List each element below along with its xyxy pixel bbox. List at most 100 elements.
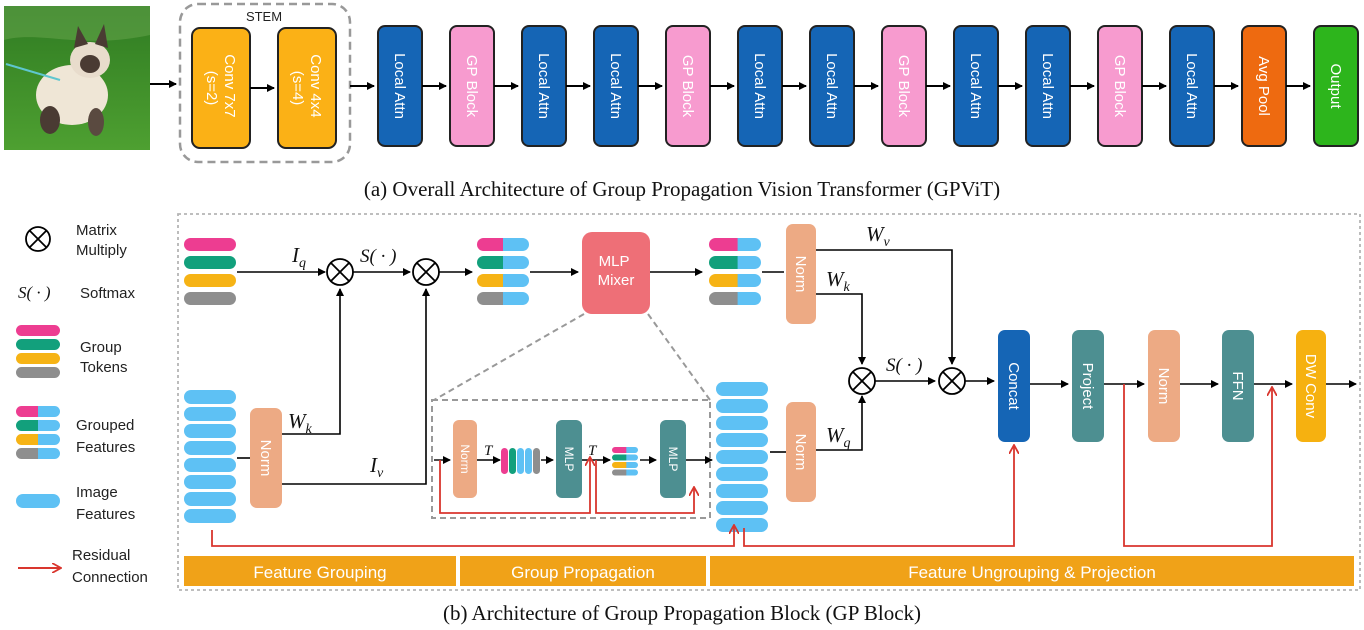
legend-group-tokens: Group Tokens	[80, 339, 128, 376]
stage-label-5: GP Block	[679, 55, 696, 118]
section-ungrouping	[710, 556, 1354, 586]
svg-text:MLP: MLP	[666, 447, 680, 472]
legend: Matrix Multiply S( · ) Softmax Group Tok…	[16, 222, 148, 586]
svg-text:Group Propagation: Group Propagation	[511, 563, 655, 582]
svg-text:FFN: FFN	[1229, 371, 1246, 400]
label-softmax-2: S( · )	[886, 355, 922, 376]
stage-label-14: Output	[1327, 63, 1344, 109]
grouped-features-2	[709, 238, 761, 306]
stage-block-11: GP Block	[1097, 25, 1143, 147]
stage-block-6: Local Attn	[737, 25, 783, 147]
svg-text:Conv 7x7 (s=2): Conv 7x7 (s=2)	[203, 54, 238, 122]
svg-text:Norm: Norm	[792, 256, 809, 293]
stage-label-3: Local Attn	[535, 53, 552, 119]
mlp-1: MLP	[556, 420, 582, 498]
input-cat-image	[4, 6, 150, 150]
transposed-tokens	[501, 448, 540, 474]
svg-text:MLP: MLP	[562, 447, 576, 472]
stem-group	[178, 2, 352, 164]
norm-mixer: Norm	[453, 420, 477, 498]
svg-text:MLP Mixer: MLP Mixer	[598, 253, 635, 289]
multiply-2-icon	[412, 258, 440, 286]
svg-text:Conv 4x4 (s=4): Conv 4x4 (s=4)	[289, 54, 324, 122]
svg-text:Norm: Norm	[792, 434, 809, 471]
label-softmax-1: S( · )	[360, 246, 396, 267]
label-wv: Wv	[866, 222, 891, 250]
multiply-1-icon	[326, 258, 354, 286]
dw-conv-block: DW Conv	[1296, 330, 1326, 442]
stage-label-10: Local Attn	[1039, 53, 1056, 119]
norm-grouping: Norm	[250, 408, 282, 508]
stage-block-12: Local Attn	[1169, 25, 1215, 147]
stage-block-13: Avg Pool	[1241, 25, 1287, 147]
stage-label-13: Avg Pool	[1255, 56, 1272, 116]
caption-b: (b) Architecture of Group Propagation Bl…	[443, 601, 921, 625]
gp-block-frame	[177, 213, 1361, 591]
stem-conv7x7: Conv 7x7 (s=2)	[191, 27, 251, 149]
stage-block-4: Local Attn	[593, 25, 639, 147]
stage-blocks: Local Attn GP Block Local Attn Local Attn GP…	[377, 25, 1359, 147]
matrix-multiply-icon	[25, 226, 51, 252]
stage-label-4: Local Attn	[607, 53, 624, 119]
stage-block-7: Local Attn	[809, 25, 855, 147]
multiply-3-icon	[848, 367, 876, 395]
legend-matrix: Matrix Multiply	[76, 222, 127, 259]
stage-label-6: Local Attn	[751, 53, 768, 119]
svg-text:Feature Grouping: Feature Grouping	[253, 563, 386, 582]
stage-label-11: GP Block	[1111, 55, 1128, 118]
stage-block-9: Local Attn	[953, 25, 999, 147]
stage-block-1: Local Attn	[377, 25, 423, 147]
label-iq: Iq	[291, 243, 306, 271]
ffn-block: FFN	[1222, 330, 1254, 442]
svg-text:Norm: Norm	[1155, 368, 1172, 405]
stem-label: STEM	[246, 9, 282, 24]
label-wk-ungroup: Wk	[826, 267, 851, 295]
norm-final: Norm	[1148, 330, 1180, 442]
stage-block-10: Local Attn	[1025, 25, 1071, 147]
grouped-features-icon	[16, 406, 60, 459]
label-wk-grouping: Wk	[288, 409, 313, 437]
stage-label-12: Local Attn	[1183, 53, 1200, 119]
svg-text:Concat: Concat	[1005, 362, 1022, 410]
svg-text:DW Conv: DW Conv	[1302, 354, 1319, 419]
legend-softmax: Softmax	[80, 285, 136, 302]
section-bars: Feature Grouping Group Propagation Featu…	[184, 556, 1354, 586]
svg-text:Norm: Norm	[458, 444, 472, 473]
grouped-features-small	[612, 447, 638, 476]
stage-block-8: GP Block	[881, 25, 927, 147]
legend-grouped-features: Grouped Features	[76, 417, 139, 456]
section-feature-grouping	[184, 556, 456, 586]
stage-label-8: GP Block	[895, 55, 912, 118]
norm-ungroup-bottom: Norm	[786, 402, 816, 502]
project-block: Project	[1072, 330, 1104, 442]
mlp-2: MLP	[660, 420, 686, 498]
section-group-propagation	[460, 556, 706, 586]
legend-residual: Residual Connection	[72, 547, 148, 586]
concat-block: Concat	[998, 330, 1030, 442]
legend-softmax-symbol: S( · )	[18, 283, 51, 302]
norm-ungroup-top: Norm	[786, 224, 816, 324]
svg-text:Feature Ungrouping & Projectio: Feature Ungrouping & Projection	[908, 563, 1156, 582]
stage-block-3: Local Attn	[521, 25, 567, 147]
input-image-features	[184, 390, 236, 523]
ungroup-image-features	[716, 382, 768, 532]
stage-block-5: GP Block	[665, 25, 711, 147]
grouped-features-1	[477, 238, 529, 306]
transpose-1: T	[484, 443, 494, 459]
mlp-mixer: MLP Mixer	[582, 232, 650, 314]
multiply-4-icon	[938, 367, 966, 395]
legend-image-features: Image Features	[76, 484, 135, 523]
mixer-detail-box	[431, 399, 711, 519]
svg-text:Norm: Norm	[257, 440, 274, 477]
stage-label-2: GP Block	[463, 55, 480, 118]
label-iv: Iv	[369, 453, 384, 481]
group-tokens-icon	[16, 325, 60, 378]
transpose-2: T	[588, 443, 598, 459]
stem-conv4x4: Conv 4x4 (s=4)	[277, 27, 337, 149]
stage-label-1: Local Attn	[391, 53, 408, 119]
image-features-icon	[16, 494, 60, 508]
svg-text:Project: Project	[1079, 363, 1096, 411]
label-wq: Wq	[826, 423, 851, 451]
stage-label-9: Local Attn	[967, 53, 984, 119]
